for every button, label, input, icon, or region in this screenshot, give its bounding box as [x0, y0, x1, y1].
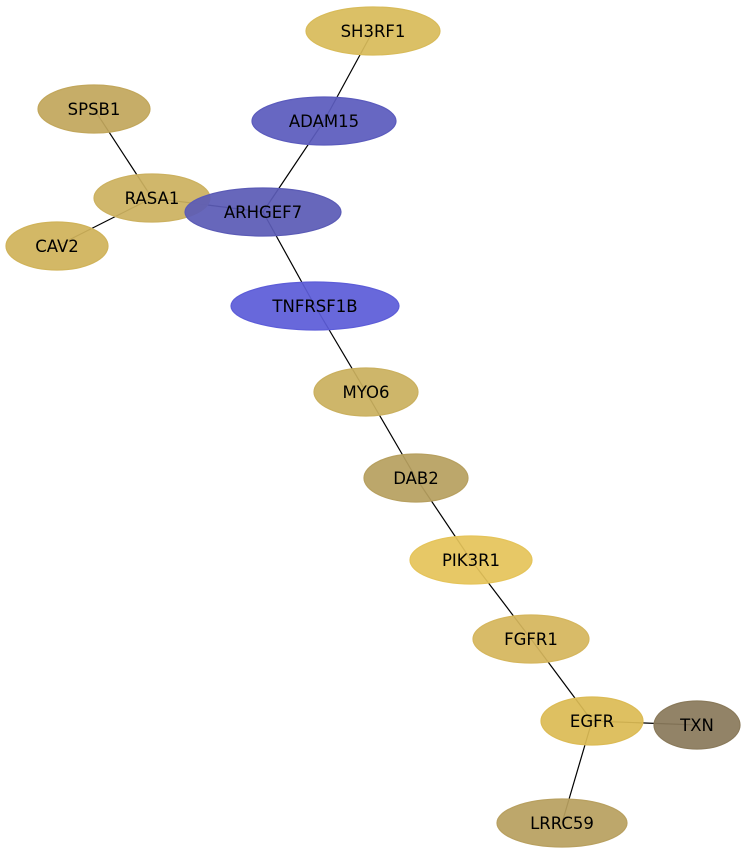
node-label-sh3rf1: SH3RF1 [341, 22, 406, 41]
node-pik3r1[interactable]: PIK3R1 [409, 535, 533, 585]
node-adam15[interactable]: ADAM15 [251, 96, 397, 146]
node-label-cav2: CAV2 [35, 237, 79, 256]
node-label-rasa1: RASA1 [125, 189, 180, 208]
node-label-lrrc59: LRRC59 [530, 814, 594, 833]
node-label-dab2: DAB2 [393, 469, 439, 488]
node-label-arhgef7: ARHGEF7 [224, 203, 302, 222]
node-txn[interactable]: TXN [653, 700, 741, 750]
node-layer: SH3RF1SPSB1ADAM15RASA1ARHGEF7CAV2TNFRSF1… [5, 6, 741, 848]
node-cav2[interactable]: CAV2 [5, 221, 109, 271]
node-label-tnfrsf1b: TNFRSF1B [271, 297, 357, 316]
node-label-txn: TXN [679, 716, 714, 735]
node-label-egfr: EGFR [570, 712, 614, 731]
node-tnfrsf1b[interactable]: TNFRSF1B [230, 281, 400, 331]
node-shape-tnfrsf1b[interactable] [230, 281, 400, 331]
node-shape-dab2[interactable] [363, 453, 469, 503]
node-shape-lrrc59[interactable] [496, 798, 628, 848]
node-spsb1[interactable]: SPSB1 [37, 84, 151, 134]
node-label-adam15: ADAM15 [289, 112, 359, 131]
node-fgfr1[interactable]: FGFR1 [472, 614, 590, 664]
node-egfr[interactable]: EGFR [540, 696, 644, 746]
node-arhgef7[interactable]: ARHGEF7 [184, 187, 342, 237]
node-shape-adam15[interactable] [251, 96, 397, 146]
node-myo6[interactable]: MYO6 [313, 367, 419, 417]
node-lrrc59[interactable]: LRRC59 [496, 798, 628, 848]
node-shape-egfr[interactable] [540, 696, 644, 746]
node-shape-myo6[interactable] [313, 367, 419, 417]
node-shape-fgfr1[interactable] [472, 614, 590, 664]
node-label-pik3r1: PIK3R1 [442, 551, 500, 570]
node-label-myo6: MYO6 [343, 383, 390, 402]
node-dab2[interactable]: DAB2 [363, 453, 469, 503]
node-label-fgfr1: FGFR1 [504, 630, 558, 649]
node-shape-cav2[interactable] [5, 221, 109, 271]
node-shape-pik3r1[interactable] [409, 535, 533, 585]
node-shape-sh3rf1[interactable] [305, 6, 441, 56]
node-shape-txn[interactable] [653, 700, 741, 750]
node-shape-arhgef7[interactable] [184, 187, 342, 237]
node-sh3rf1[interactable]: SH3RF1 [305, 6, 441, 56]
node-shape-spsb1[interactable] [37, 84, 151, 134]
node-rasa1[interactable]: RASA1 [93, 173, 211, 223]
node-label-spsb1: SPSB1 [68, 100, 121, 119]
